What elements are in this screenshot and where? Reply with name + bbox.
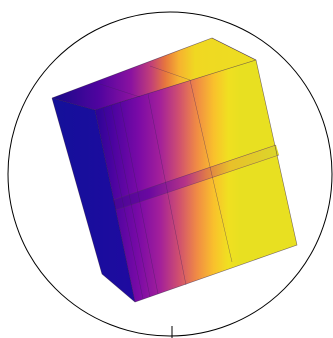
box-edges: [51, 37, 298, 303]
panel-lines: [102, 37, 257, 300]
box-groove: [113, 145, 279, 210]
box-top-face: [52, 38, 256, 110]
box-side-face: [52, 98, 135, 302]
groove-edge-bottom: [115, 154, 280, 211]
outline-circle: [7, 11, 333, 337]
top-face-lines: [99, 65, 191, 98]
groove-edge-top: [112, 144, 277, 201]
